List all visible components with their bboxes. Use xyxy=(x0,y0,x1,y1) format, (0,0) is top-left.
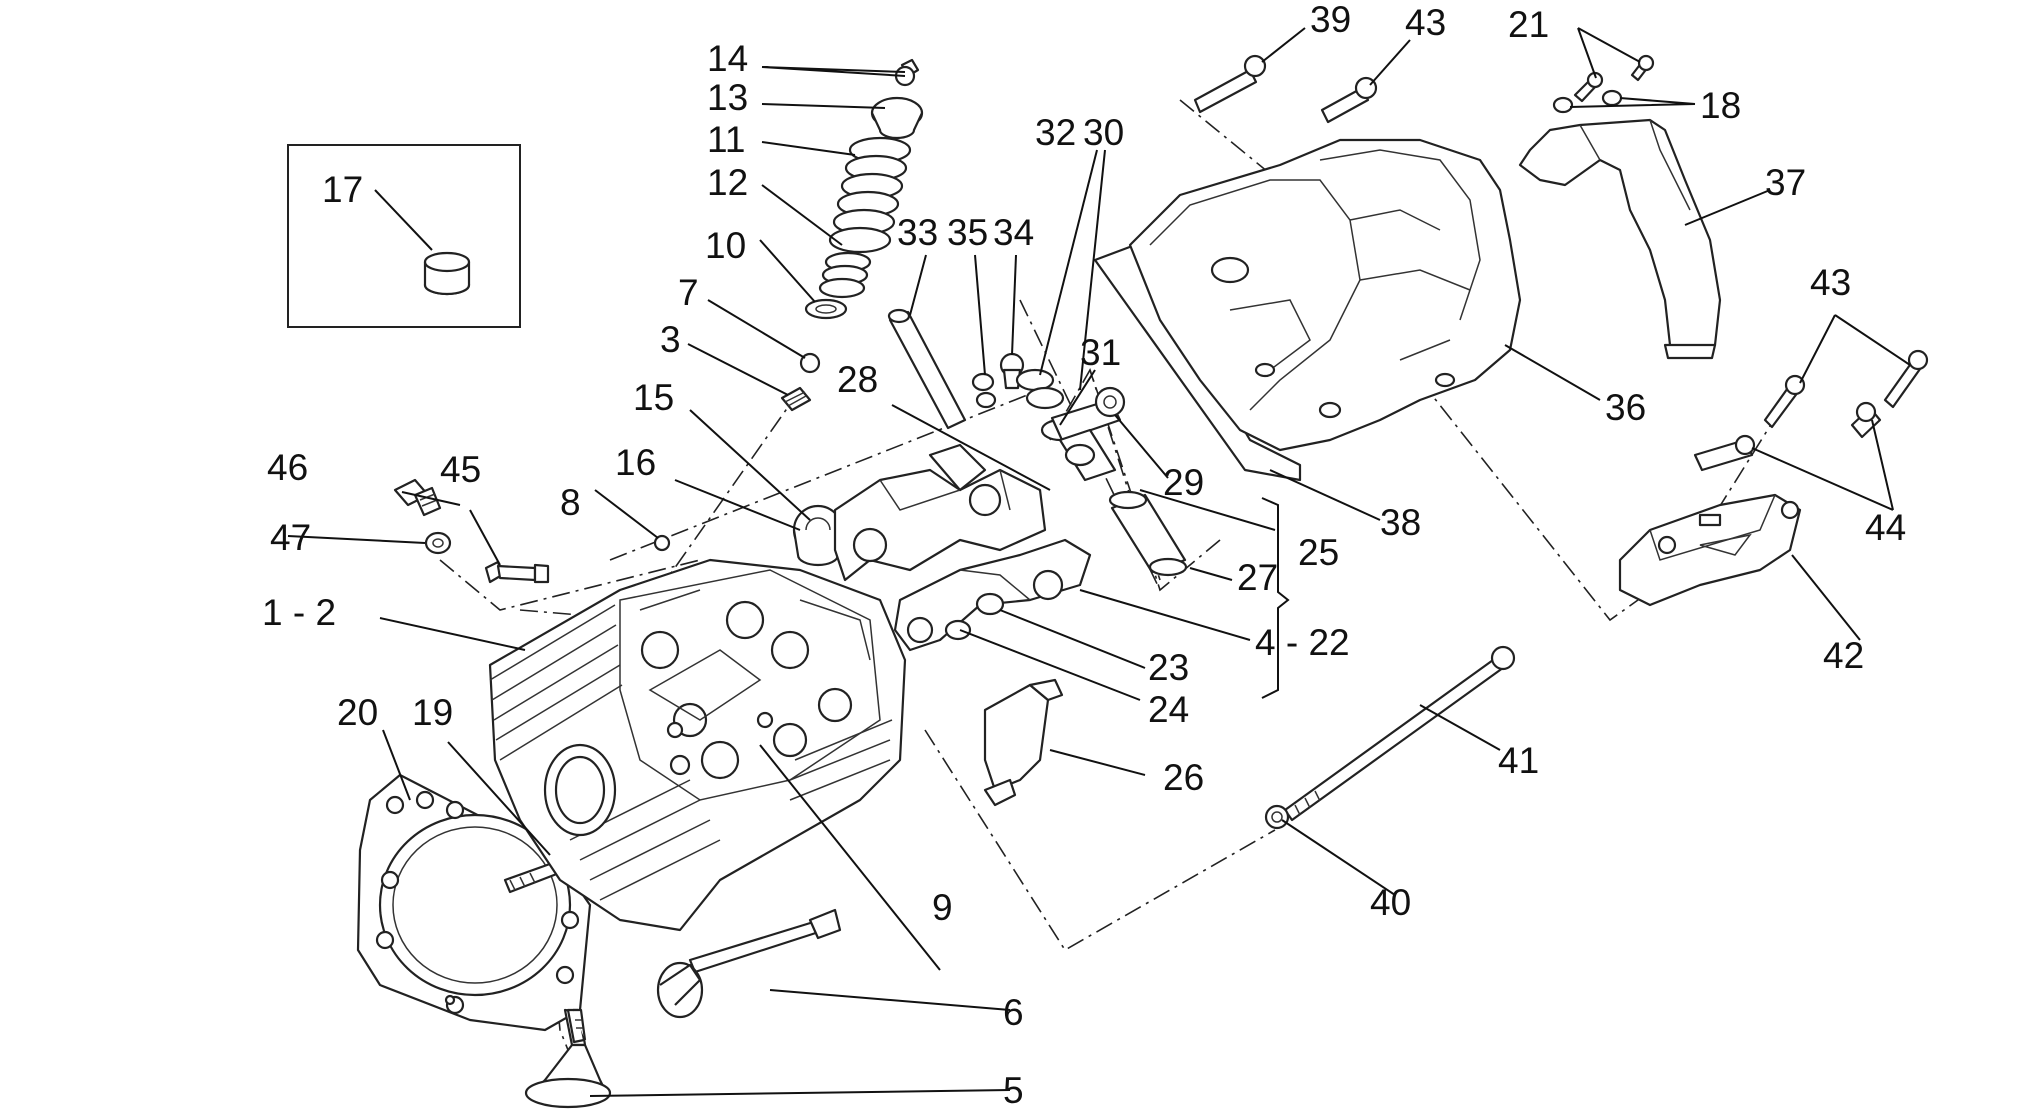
part-45-bolt xyxy=(484,560,550,584)
part-31-rocker-shaft xyxy=(1040,398,1122,482)
valve-spring-stack xyxy=(780,58,924,412)
part-42-side-cover xyxy=(1618,493,1802,607)
callout-44: 44 xyxy=(1865,507,1906,548)
part-34-screw xyxy=(999,352,1025,390)
callout-21: 21 xyxy=(1508,4,1549,45)
callout-29: 29 xyxy=(1163,462,1204,503)
part-33-shaft xyxy=(887,308,967,430)
part-37-cover-strip xyxy=(1518,118,1722,360)
callout-37: 37 xyxy=(1765,162,1806,203)
part-17-tappet-pad xyxy=(423,251,471,296)
callout-6: 6 xyxy=(1003,992,1024,1033)
part-43-screw-top xyxy=(1320,76,1378,124)
callout-39: 39 xyxy=(1310,0,1351,40)
callout-12: 12 xyxy=(707,162,748,203)
part-47-washer xyxy=(424,531,452,555)
part-32-30-washers xyxy=(1015,368,1065,410)
callout-11: 11 xyxy=(707,119,745,160)
callout-40: 40 xyxy=(1370,882,1411,923)
callout-16: 16 xyxy=(615,442,656,483)
part-41-stud-bolt xyxy=(1283,645,1516,822)
part-26-rocker-arm xyxy=(983,678,1064,807)
callout-30: 30 xyxy=(1083,112,1124,153)
callout-20: 20 xyxy=(337,692,378,733)
callout-41: 41 xyxy=(1498,740,1539,781)
callout-1-2: 1 - 2 xyxy=(262,592,336,633)
part-6-valve xyxy=(656,908,842,1019)
part-1-2-cylinder-head xyxy=(488,558,907,932)
callout-4-22: 4 - 22 xyxy=(1255,622,1350,663)
part-29-nut xyxy=(1094,386,1126,418)
callout-14: 14 xyxy=(707,38,748,79)
callout-31: 31 xyxy=(1080,332,1121,373)
callout-38: 38 xyxy=(1380,502,1421,543)
callout-28: 28 xyxy=(837,359,878,400)
callout-27: 27 xyxy=(1237,557,1278,598)
callout-43-top: 43 xyxy=(1405,2,1446,43)
callout-10: 10 xyxy=(705,225,746,266)
callout-42: 42 xyxy=(1823,635,1864,676)
part-11-spring xyxy=(828,136,912,254)
part-21-screws xyxy=(1573,54,1655,103)
leader-lines xyxy=(287,27,1911,1097)
callout-43-side: 43 xyxy=(1810,262,1851,303)
callout-36: 36 xyxy=(1605,387,1646,428)
callout-32: 32 xyxy=(1035,112,1076,153)
part-35-screw xyxy=(971,372,997,409)
callout-13: 13 xyxy=(707,77,748,118)
callout-47: 47 xyxy=(270,517,311,558)
part-4-22-rocker-arm xyxy=(893,538,1092,652)
callout-35: 35 xyxy=(947,212,988,253)
callout-labels: 14 13 11 12 10 7 3 15 16 28 8 46 45 47 1… xyxy=(262,0,1906,1111)
part-39-screw xyxy=(1193,54,1267,114)
part-36-valve-cover xyxy=(1128,138,1522,452)
callout-34: 34 xyxy=(993,212,1034,253)
callout-24: 24 xyxy=(1148,689,1189,730)
callout-26: 26 xyxy=(1163,757,1204,798)
callout-45: 45 xyxy=(440,449,481,490)
part-20-head-gasket xyxy=(356,773,592,1032)
part-46-plug xyxy=(393,478,442,517)
callout-7: 7 xyxy=(678,272,699,313)
callout-33: 33 xyxy=(897,212,938,253)
part-44-spacers xyxy=(1693,401,1882,472)
callout-17: 17 xyxy=(322,169,363,210)
part-18-washers xyxy=(1552,89,1623,114)
part-40-nut xyxy=(1264,804,1290,830)
inset-box: 17 xyxy=(287,144,521,328)
callout-23: 23 xyxy=(1148,647,1189,688)
callout-8: 8 xyxy=(560,482,581,523)
part-8-plug xyxy=(653,534,671,552)
callout-5: 5 xyxy=(1003,1070,1024,1111)
callout-19: 19 xyxy=(412,692,453,733)
callout-18: 18 xyxy=(1700,85,1741,126)
callout-46: 46 xyxy=(267,447,308,488)
callout-9: 9 xyxy=(932,887,953,928)
callout-3: 3 xyxy=(660,319,681,360)
part-5-valve xyxy=(524,1008,612,1109)
part-12-spring xyxy=(818,251,872,299)
callout-15: 15 xyxy=(633,377,674,418)
part-43-screws-side xyxy=(1763,349,1929,429)
callout-25: 25 xyxy=(1298,532,1339,573)
part-27-sleeve xyxy=(1108,490,1188,577)
part-28-rocker-support xyxy=(833,443,1047,582)
